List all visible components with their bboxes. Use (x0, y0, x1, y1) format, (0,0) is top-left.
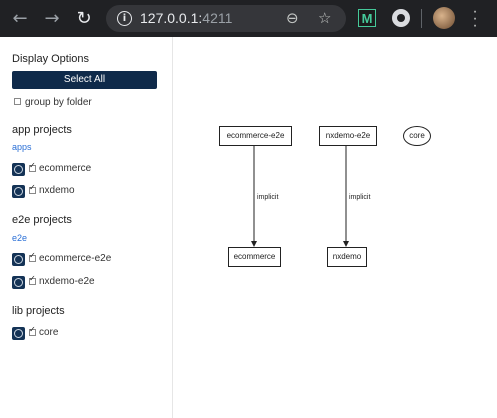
lib-projects-title: lib projects (12, 305, 65, 317)
project-label: nxdemo (39, 185, 75, 196)
forward-arrow-icon[interactable]: → (44, 8, 60, 29)
graph-edges (251, 146, 349, 247)
bookmark-star-icon[interactable]: ☆ (318, 9, 332, 27)
group-by-folder-row[interactable]: group by folder (14, 97, 92, 108)
project-checkbox-ecommerce[interactable] (29, 161, 36, 172)
toolbar-separator (421, 9, 422, 28)
project-label: ecommerce (39, 163, 92, 174)
info-icon[interactable]: i (117, 11, 132, 26)
node-core[interactable]: core (403, 126, 431, 146)
node-nxdemo-e2e[interactable]: nxdemo-e2e (319, 126, 377, 146)
sidebar: Display Options Select All group by fold… (0, 37, 173, 418)
dependency-graph[interactable]: ecommerce-e2e nxdemo-e2e core ecommerce … (173, 37, 497, 418)
reload-icon[interactable]: ↻ (76, 8, 92, 29)
select-all-button[interactable]: Select All (12, 71, 157, 89)
back-arrow-icon[interactable]: ← (12, 8, 28, 29)
focus-icon[interactable] (12, 163, 25, 176)
url-text[interactable]: 127.0.0.1:4211 (140, 10, 233, 26)
group-by-folder-checkbox[interactable] (14, 97, 21, 105)
project-label: nxdemo-e2e (39, 276, 95, 287)
group-by-folder-label: group by folder (25, 97, 92, 108)
focus-icon[interactable] (12, 185, 25, 198)
zoom-icon[interactable]: ⊖ (286, 9, 299, 27)
focus-icon[interactable] (12, 276, 25, 289)
node-ecommerce[interactable]: ecommerce (228, 247, 281, 267)
edge-label: implicit (349, 194, 371, 201)
project-label: core (39, 327, 59, 338)
e2e-folder-label[interactable]: e2e (12, 233, 28, 243)
menu-dots-icon[interactable]: ··· (472, 3, 478, 34)
browser-toolbar: ← → ↻ i 127.0.0.1:4211 ⊖ ☆ M ··· (0, 0, 497, 37)
display-options-title: Display Options (12, 53, 90, 65)
node-ecommerce-e2e[interactable]: ecommerce-e2e (219, 126, 292, 146)
node-nxdemo[interactable]: nxdemo (327, 247, 367, 267)
extension-m-icon[interactable]: M (358, 9, 376, 27)
project-checkbox-ecommerce-e2e[interactable] (29, 251, 36, 262)
focus-icon[interactable] (12, 253, 25, 266)
address-bar[interactable]: i 127.0.0.1:4211 ⊖ ☆ (106, 5, 346, 32)
project-label: ecommerce-e2e (39, 253, 112, 264)
focus-icon[interactable] (12, 327, 25, 340)
project-checkbox-core[interactable] (29, 325, 36, 336)
apps-folder-label[interactable]: apps (12, 142, 32, 152)
project-checkbox-nxdemo[interactable] (29, 183, 36, 194)
edge-label: implicit (257, 194, 279, 201)
project-checkbox-nxdemo-e2e[interactable] (29, 274, 36, 285)
profile-avatar[interactable] (433, 7, 455, 29)
app-projects-title: app projects (12, 124, 72, 136)
extension-circle-icon[interactable] (392, 9, 410, 27)
e2e-projects-title: e2e projects (12, 214, 72, 226)
